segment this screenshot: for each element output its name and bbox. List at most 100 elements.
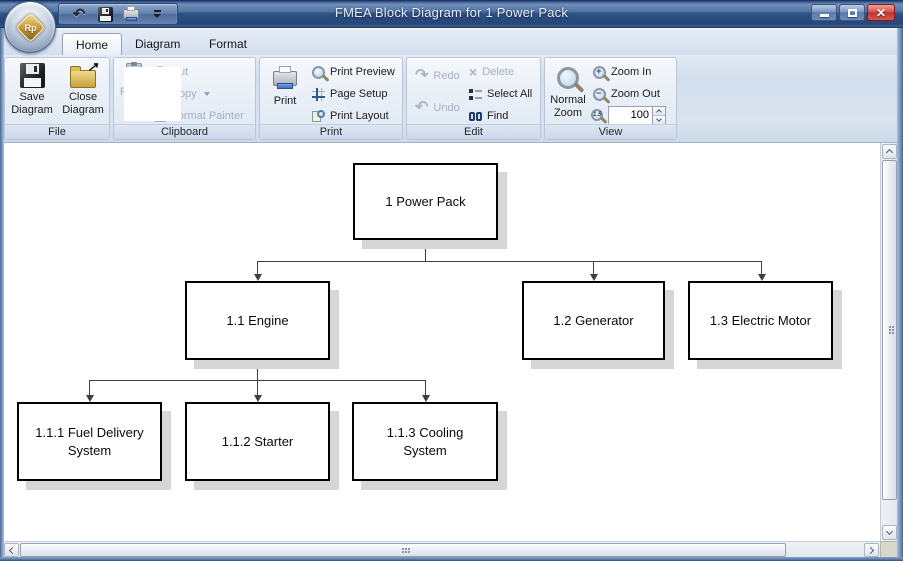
connector-line — [257, 360, 258, 381]
thumb-grip-icon — [402, 547, 404, 550]
diagram-node-engine[interactable]: 1.1 Engine — [185, 281, 330, 360]
connector-line — [425, 240, 426, 262]
window-border — [0, 557, 903, 561]
close-button[interactable]: ✕ — [867, 4, 895, 21]
page-setup-icon — [312, 87, 325, 101]
group-label-file: File — [5, 124, 109, 139]
select-all-button[interactable]: Select All — [469, 84, 532, 104]
diagram-node-generator[interactable]: 1.2 Generator — [522, 281, 665, 360]
window-title: FMEA Block Diagram for 1 Power Pack — [334, 5, 569, 20]
redaction-overlay — [124, 67, 181, 121]
scroll-left-button[interactable] — [4, 543, 19, 557]
app-menu-button[interactable]: Rp — [4, 1, 56, 53]
connector-line — [89, 380, 90, 395]
diagram-canvas[interactable]: 1 Power Pack 1.1 Engine 1.2 Generator 1.… — [4, 143, 880, 541]
maximize-icon — [847, 8, 857, 17]
connector-arrow-icon — [590, 274, 598, 281]
tab-home[interactable]: Home — [62, 33, 123, 55]
quick-print-button[interactable] — [119, 4, 143, 24]
spin-up-icon — [656, 108, 662, 115]
quick-undo-button[interactable]: ↶ — [67, 4, 91, 24]
zoom-level-control: 1.5 — [591, 105, 666, 125]
tab-format[interactable]: Format — [209, 37, 248, 51]
zoom-spin-down-button[interactable] — [653, 115, 665, 124]
scroll-down-icon — [885, 527, 894, 536]
vertical-scrollbar[interactable] — [880, 143, 897, 541]
connector-arrow-icon — [422, 395, 430, 402]
save-diagram-button[interactable]: Save Diagram — [8, 60, 56, 124]
toolbar-options-icon — [153, 10, 161, 18]
connector-line — [425, 380, 426, 395]
connector-line — [593, 261, 594, 274]
connector-line — [761, 261, 762, 274]
minimize-button[interactable] — [811, 4, 837, 21]
maximize-button[interactable] — [839, 4, 865, 21]
zoom-spinbox — [608, 105, 666, 125]
redo-icon: ↷ — [415, 67, 429, 84]
connector-arrow-icon — [254, 274, 262, 281]
copy-dropdown-icon — [203, 92, 210, 96]
find-icon — [469, 111, 482, 121]
save-icon — [97, 6, 113, 22]
zoom-level-input[interactable] — [608, 105, 653, 125]
diagram-node-electric-motor[interactable]: 1.3 Electric Motor — [688, 281, 833, 360]
zoom-out-icon: − — [593, 87, 611, 104]
diagram-node-starter[interactable]: 1.1.2 Starter — [185, 402, 330, 481]
zoom-in-button[interactable]: + Zoom In — [593, 62, 651, 82]
vertical-scrollbar-thumb[interactable] — [882, 160, 897, 500]
connector-arrow-icon — [86, 395, 94, 402]
save-diagram-icon — [19, 63, 45, 88]
ribbon-group-file: Save Diagram ↗ Close Diagram File — [4, 57, 110, 140]
close-diagram-button[interactable]: ↗ Close Diagram — [58, 59, 108, 124]
app-logo-text: Rp — [24, 22, 36, 32]
diagram-node-fuel-delivery[interactable]: 1.1.1 Fuel Delivery System — [17, 402, 162, 481]
zoom-in-icon: + — [593, 65, 611, 82]
normal-zoom-icon — [557, 67, 585, 93]
scroll-up-button[interactable] — [882, 144, 897, 159]
diagram-node-power-pack[interactable]: 1 Power Pack — [353, 163, 498, 240]
close-icon: ✕ — [875, 5, 887, 20]
scroll-right-button[interactable] — [864, 543, 879, 557]
group-label-edit: Edit — [407, 124, 540, 139]
connector-arrow-icon — [758, 274, 766, 281]
page-setup-button[interactable]: Page Setup — [312, 84, 388, 104]
print-preview-icon — [312, 65, 330, 82]
horizontal-scrollbar[interactable] — [4, 541, 880, 557]
close-diagram-icon: ↗ — [70, 59, 98, 88]
normal-zoom-button[interactable]: Normal Zoom — [547, 60, 589, 124]
print-big-icon — [273, 66, 297, 89]
scroll-up-icon — [885, 148, 894, 157]
tab-diagram[interactable]: Diagram — [135, 37, 181, 51]
print-layout-icon — [312, 109, 325, 123]
delete-button[interactable]: × Delete — [469, 64, 514, 80]
print-icon — [123, 6, 139, 21]
scroll-right-icon — [866, 546, 875, 554]
app-logo-icon: Rp — [15, 12, 45, 42]
scrollbar-corner — [880, 541, 897, 557]
zoom-percent-icon: 1.5 — [591, 109, 608, 124]
zoom-spin-up-button[interactable] — [653, 106, 665, 116]
print-preview-button[interactable]: Print Preview — [312, 62, 395, 82]
horizontal-scrollbar-thumb[interactable] — [20, 543, 786, 557]
connector-line — [257, 261, 762, 262]
find-button[interactable]: Find — [469, 106, 508, 126]
scroll-down-button[interactable] — [882, 525, 897, 540]
redo-button[interactable]: ↷ Redo — [415, 67, 460, 84]
connector-line — [257, 380, 258, 395]
ribbon-group-edit: ↷ Redo ↶ Undo × Delete Select All Find E… — [406, 57, 541, 140]
quick-save-button[interactable] — [93, 4, 117, 24]
group-label-clipboard: Clipboard — [114, 124, 255, 139]
qat-customize-button[interactable] — [145, 4, 169, 24]
minimize-icon — [819, 14, 829, 17]
group-label-print: Print — [260, 124, 402, 139]
connector-line — [257, 261, 258, 274]
title-bar: FMEA Block Diagram for 1 Power Pack ✕ ↶ — [0, 0, 903, 28]
ribbon-group-print: Print Print Preview Page Setup Print Lay… — [259, 57, 403, 140]
undo-button[interactable]: ↶ Undo — [415, 99, 460, 116]
print-layout-button[interactable]: Print Layout — [312, 106, 389, 126]
diagram-node-cooling-system[interactable]: 1.1.3 Cooling System — [352, 402, 498, 481]
zoom-out-button[interactable]: − Zoom Out — [593, 84, 660, 104]
select-all-icon — [469, 88, 482, 100]
group-label-view: View — [545, 124, 676, 139]
print-button[interactable]: Print — [263, 60, 307, 124]
